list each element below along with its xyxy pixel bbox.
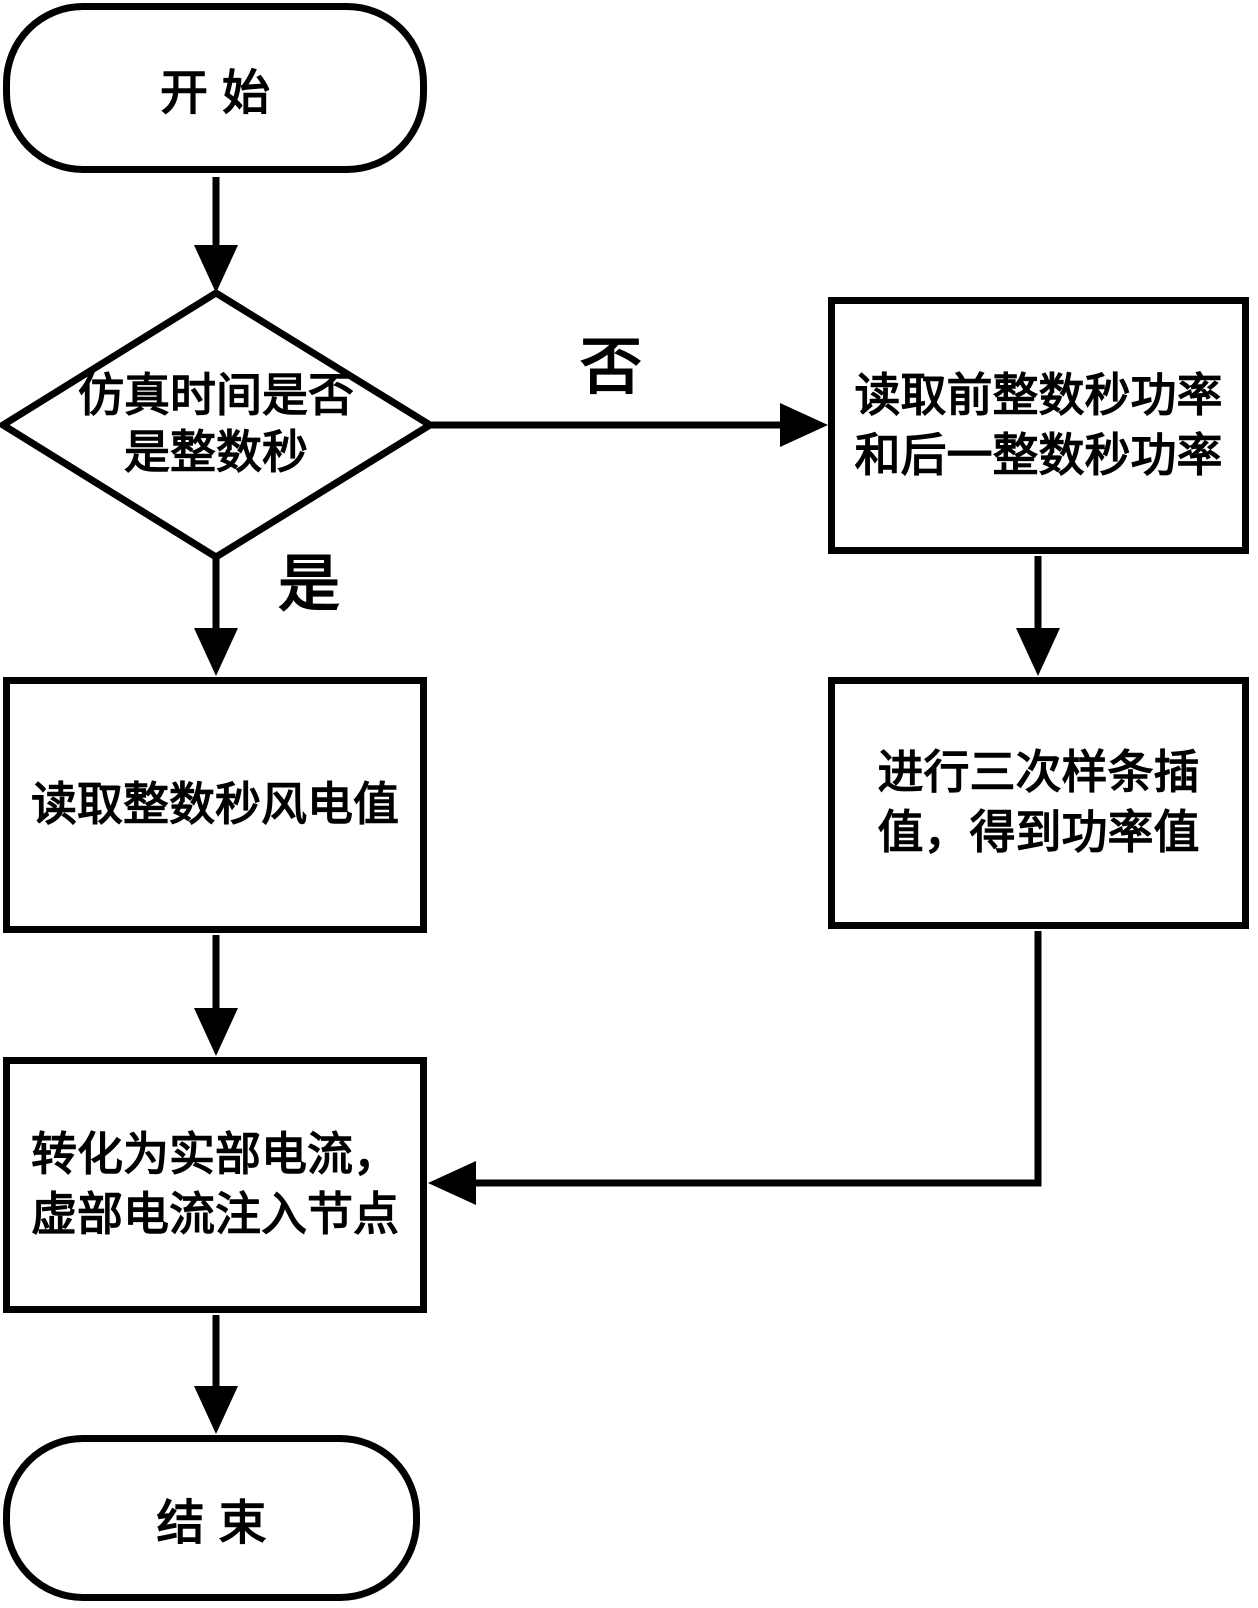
decision-diamond-label: 仿真时间是否 是整数秒 (33, 358, 399, 490)
process-line: 值，得到功率值 (877, 807, 1200, 858)
arrow-wind-to-convert (194, 935, 238, 1056)
arrow-spline-to-convert (428, 931, 1042, 1205)
process-line: 和后一整数秒功率 (854, 429, 1223, 481)
start-label: 开始 (159, 67, 284, 120)
arrow-decision-no (431, 403, 828, 447)
decision-line-1: 仿真时间是否 (78, 370, 354, 421)
process-cubic-spline: 进行三次样条插 值，得到功率值 (828, 677, 1249, 929)
yes-branch-label: 是 (278, 551, 341, 619)
decision-diamond (0, 288, 437, 562)
no-branch-label: 否 (580, 334, 643, 402)
decision-line-2: 是整数秒 (124, 427, 308, 478)
process-convert-current: 转化为实部电流， 虚部电流注入节点 (3, 1057, 427, 1313)
arrow-start-to-decision (194, 177, 238, 293)
process-line: 虚部电流注入节点 (31, 1189, 399, 1240)
end-label: 结束 (156, 1497, 281, 1550)
process-line: 读取前整数秒功率 (854, 369, 1223, 421)
arrow-power-to-spline (1016, 556, 1060, 676)
process-read-prev-next-power: 读取前整数秒功率 和后一整数秒功率 (828, 297, 1249, 554)
process-line: 转化为实部电流， (31, 1129, 399, 1180)
process-line: 进行三次样条插 (877, 747, 1200, 798)
arrow-convert-to-end (194, 1315, 238, 1434)
end-terminal: 结束 (3, 1435, 420, 1601)
process-read-wind-value: 读取整数秒风电值 (3, 677, 427, 933)
start-terminal: 开始 (3, 3, 427, 173)
process-line: 读取整数秒风电值 (31, 779, 399, 830)
arrow-decision-yes (194, 558, 238, 676)
